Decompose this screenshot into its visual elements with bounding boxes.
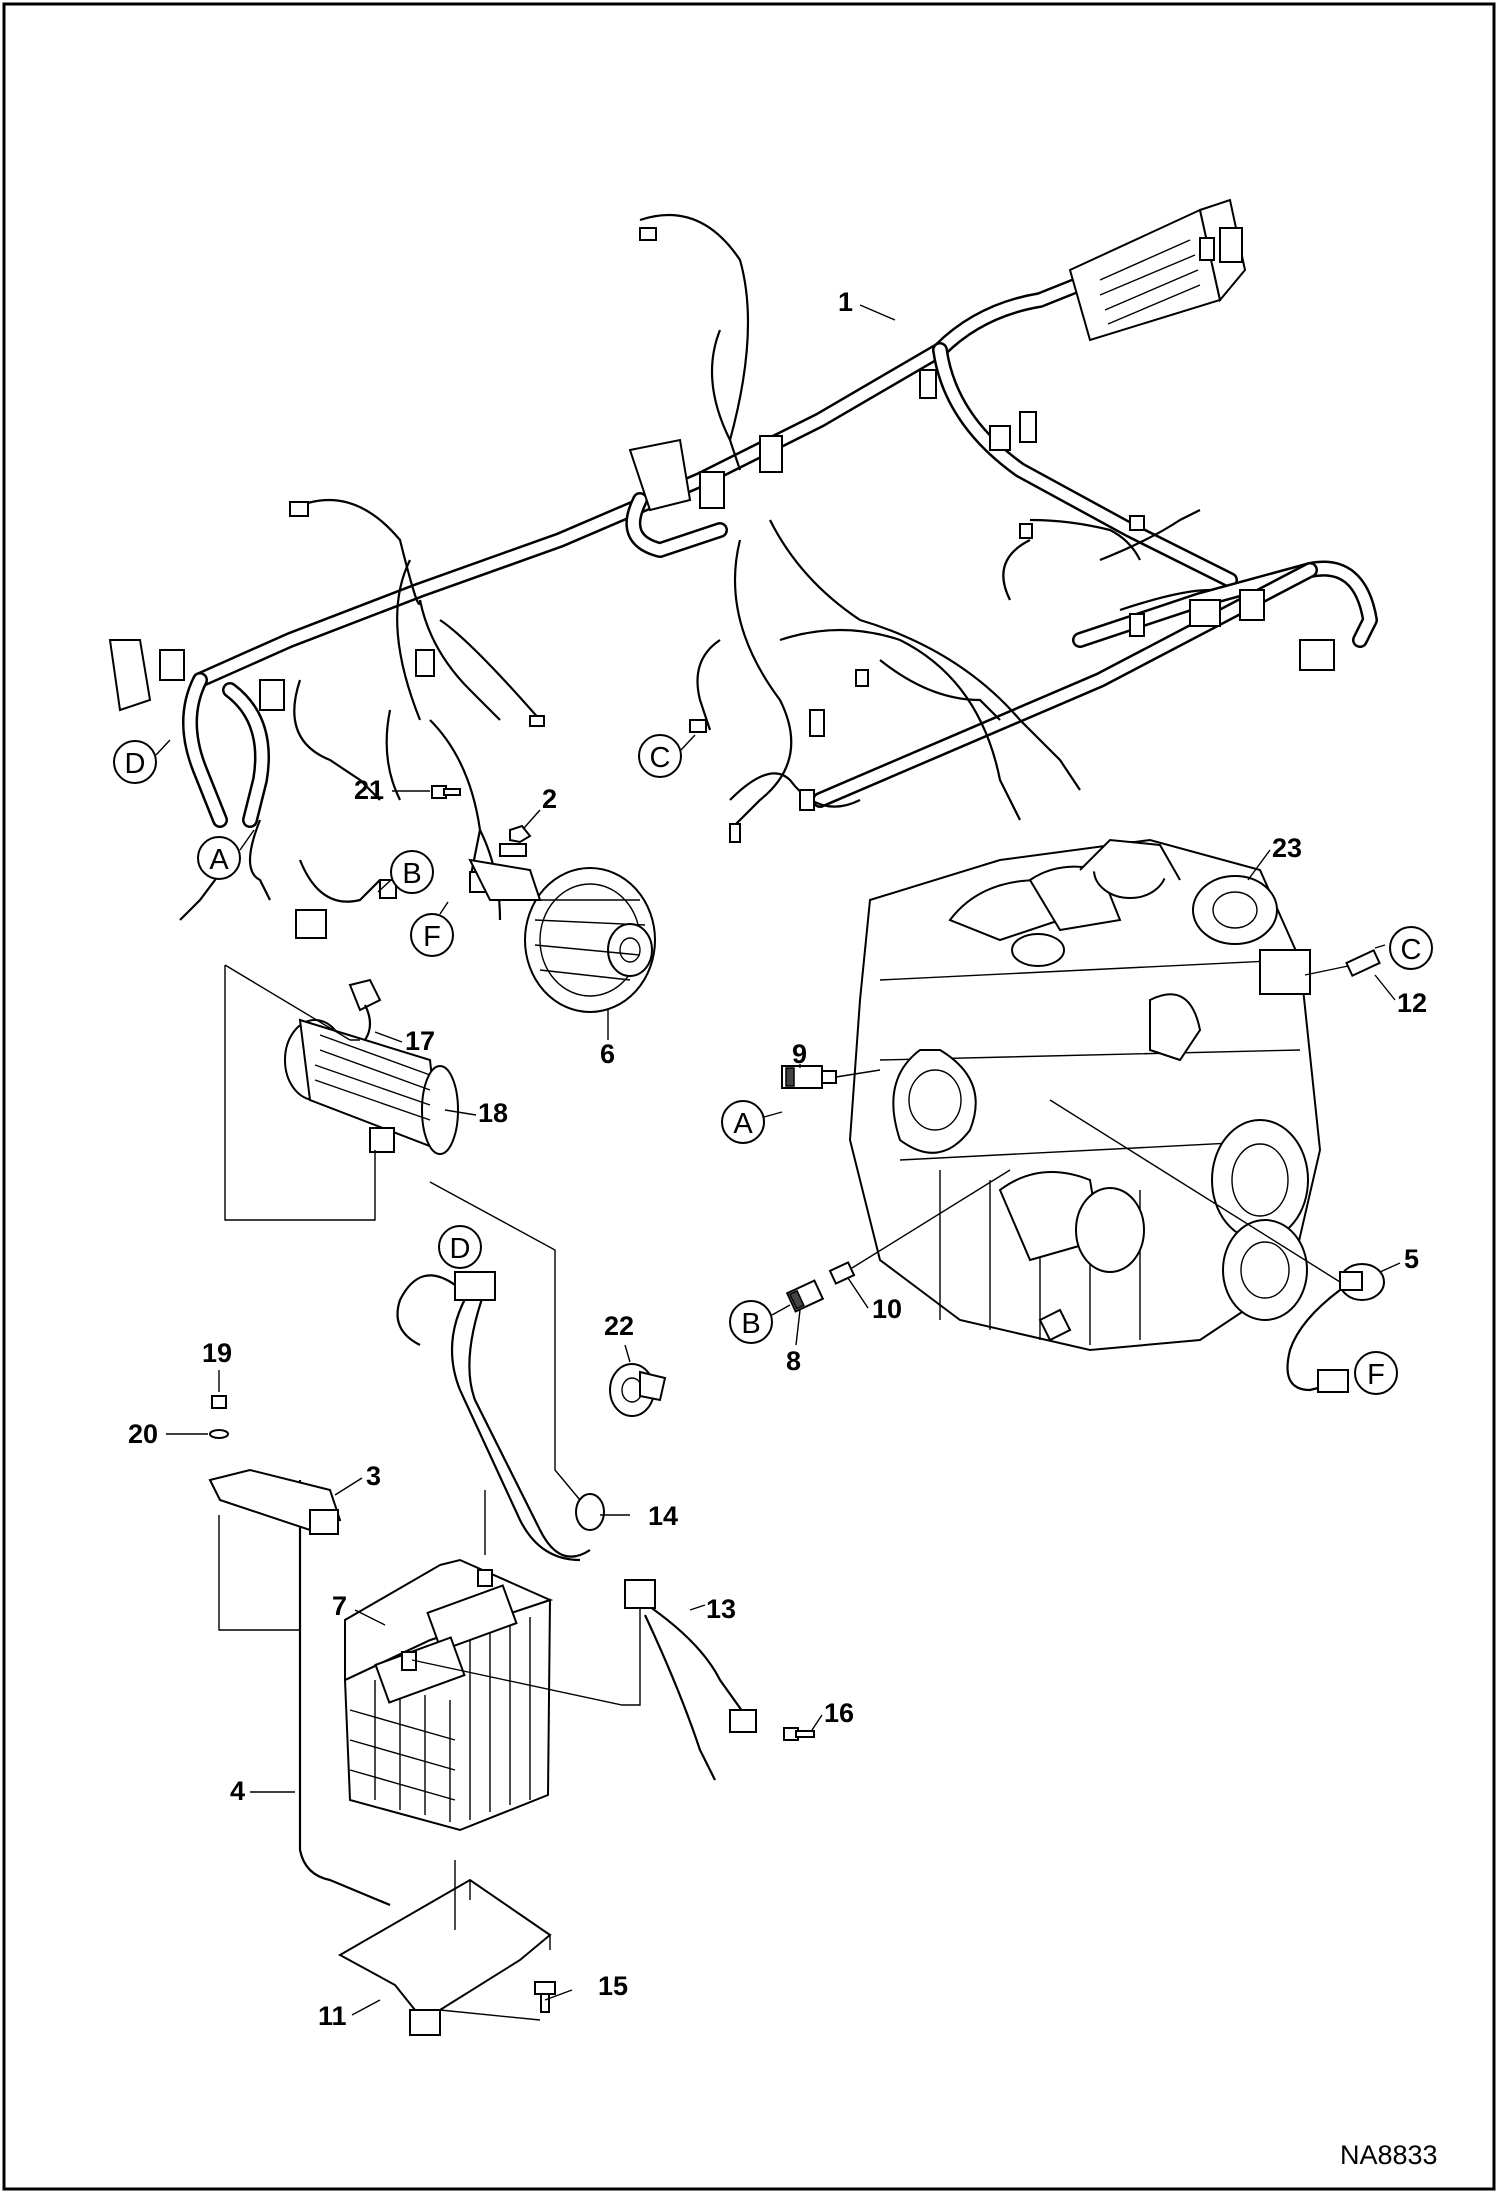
drawing-id: NA8833 [1340,2140,1438,2170]
callout-5: 5 [1404,1244,1419,1274]
connector-17 [348,978,382,1041]
callout-18: 18 [478,1098,508,1128]
harness-connectors [108,227,1335,939]
callout-22: 22 [604,1311,634,1341]
nut-2 [509,824,532,844]
ref-d-battery: D [450,1233,471,1265]
callout-23: 23 [1272,833,1302,863]
washer-20 [209,1429,229,1439]
callout-21: 21 [354,775,384,805]
sensor-5 [1286,1263,1385,1393]
leader-17-bracket [224,965,376,1221]
callout-13: 13 [706,1594,736,1624]
leader-4-box [218,1515,300,1631]
bolt-21 [431,785,461,799]
callout-1: 1 [838,287,853,317]
ref-d-harness: D [125,748,146,780]
leader-17-box [224,964,360,1041]
fitting-10 [828,1261,856,1285]
bolt-15 [534,1981,556,2013]
callout-16: 16 [824,1698,854,1728]
callout-10: 10 [872,1294,902,1324]
callout-4: 4 [230,1776,245,1806]
ref-c-engine: C [1401,934,1422,966]
ref-f-harness: F [423,921,441,953]
cable-14 [396,1271,605,1562]
harness-wires [179,213,1211,921]
leader-13 [689,1604,706,1611]
engine-assembly [848,838,1322,1352]
callout-14: 14 [648,1501,678,1531]
callout-3: 3 [366,1461,381,1491]
ref-b-engine: B [741,1308,760,1340]
leader-sensor-9-engine [835,1069,881,1078]
leader-engine-C [1374,944,1386,949]
callout-12: 12 [1397,988,1427,1018]
callout-6: 6 [600,1039,615,1069]
callout-19: 19 [202,1338,232,1368]
callouts: 1 2 21 3 4 5 6 7 8 9 10 11 12 13 14 15 1… [128,287,1427,2031]
leader-ground-battery [411,1608,641,1706]
ref-b-harness: B [402,858,421,890]
starter-motor [284,1018,459,1155]
wire-harness [182,272,1378,828]
leader-14 [429,1181,630,1516]
connection-refs: D A B F C C A B F D [113,734,1433,1395]
ref-a-engine: A [733,1108,753,1140]
sensor-8 [785,1279,825,1313]
leader-sensor-12-engine [1304,965,1349,976]
battery-tray [337,1878,552,2036]
cable-13 [624,1579,757,1781]
hold-down-rod [298,1480,391,1907]
sensor-9 [781,1065,837,1089]
leader-sensor-5-engine [1049,1099,1341,1283]
bolt-16 [783,1727,815,1741]
callout-7: 7 [332,1591,347,1621]
nut-19 [211,1395,227,1409]
leader-sensor-10-engine [851,1169,1011,1269]
callout-20: 20 [128,1419,158,1449]
callout-9: 9 [792,1039,807,1069]
callout-8: 8 [786,1346,801,1376]
sensor-12 [1345,948,1381,978]
callout-15: 15 [598,1971,628,2001]
alternator [468,843,656,1013]
battery [343,1558,554,1832]
leader-15 [439,1989,573,2021]
hold-down-clamp [208,1468,342,1535]
clamp-22 [609,1363,667,1417]
ref-a-harness: A [209,844,229,876]
callout-2: 2 [542,784,557,814]
ref-f-engine: F [1367,1359,1385,1391]
ref-c-harness: C [650,742,671,774]
ecu-module [1068,198,1247,342]
callout-11: 11 [318,2001,347,2031]
callout-17: 17 [405,1026,435,1056]
